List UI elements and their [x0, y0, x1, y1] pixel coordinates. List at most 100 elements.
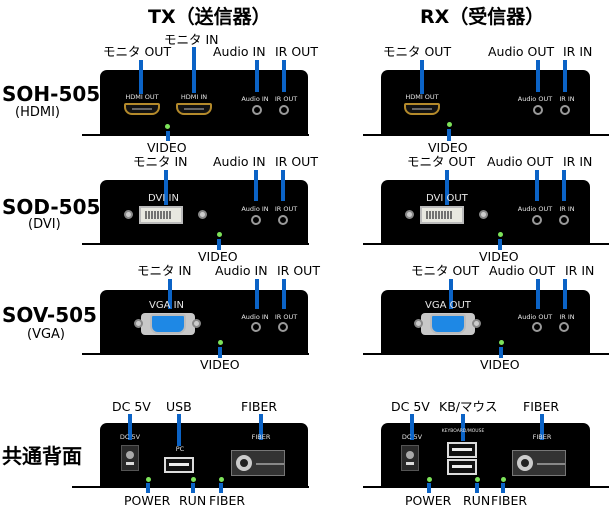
callout-monitor-out: モニタ OUT	[103, 44, 172, 59]
port-label: FIBER	[532, 433, 552, 441]
device-panel	[100, 290, 308, 353]
device-base-line	[363, 134, 609, 136]
device-base-line	[72, 486, 309, 488]
run-led	[475, 477, 480, 482]
vga-screw	[192, 319, 201, 328]
port-label: DC 5V	[119, 433, 141, 441]
callout-ir-out: IR OUT	[275, 154, 318, 169]
hdmi-in-port	[176, 103, 212, 115]
video-led	[499, 340, 504, 345]
callout-monitor-out: モニタ OUT	[383, 44, 452, 59]
callout-dc-5v: DC 5V	[391, 399, 430, 414]
ir-in-jack	[559, 322, 569, 332]
callout-video: VIDEO	[198, 249, 238, 264]
dvi-in-port	[139, 206, 183, 224]
callout-bar	[475, 483, 479, 493]
usb-port	[164, 457, 194, 473]
port-label: DC 5V	[401, 433, 423, 441]
callout-bar	[281, 170, 285, 201]
fiber-led	[501, 477, 506, 482]
callout-bar	[420, 60, 424, 94]
callout-bar	[177, 414, 181, 446]
callout-bar	[282, 279, 286, 309]
port-label: IR OUT	[274, 205, 298, 213]
port-label: FIBER	[251, 433, 271, 441]
hdmi-out-port	[404, 103, 440, 115]
callout-bar	[218, 347, 222, 358]
callout-bar	[191, 483, 195, 493]
callout-bar	[254, 170, 258, 201]
device-base-line	[363, 486, 609, 488]
fiber-connector	[517, 455, 533, 471]
callout-monitor-in: モニタ IN	[164, 32, 219, 47]
callout-monitor-out: モニタ OUT	[407, 154, 476, 169]
callout-bar	[540, 414, 544, 440]
callout-bar	[498, 239, 502, 250]
vga-in-port	[150, 314, 186, 334]
callout-bar	[217, 239, 221, 250]
callout-ir-in: IR IN	[565, 263, 595, 278]
device-panel	[381, 70, 590, 134]
port-label: HDMI IN	[180, 93, 208, 101]
dvi-screw	[405, 210, 414, 219]
callout-run: RUN	[463, 493, 491, 508]
callout-bar	[501, 483, 505, 493]
model-sov-505: SOV-505	[2, 303, 97, 327]
ir-in-jack	[559, 215, 569, 225]
callout-bar	[255, 60, 259, 92]
ir-in-jack	[560, 105, 570, 115]
callout-bar	[563, 60, 567, 92]
fiber-connector	[236, 455, 252, 471]
callout-bar	[461, 414, 465, 441]
callout-bar	[449, 279, 453, 309]
port-label: IR OUT	[274, 95, 298, 103]
vga-screw	[472, 319, 481, 328]
callout-run: RUN	[179, 493, 207, 508]
rear-title: 共通背面	[2, 444, 82, 468]
port-label: Audio OUT	[517, 95, 553, 103]
callout-monitor-in: モニタ IN	[133, 154, 188, 169]
usb-port-lower	[447, 459, 477, 475]
callout-ir-in: IR IN	[563, 154, 593, 169]
callout-monitor-out: モニタ OUT	[411, 263, 480, 278]
vga-screw	[134, 319, 143, 328]
audio-out-jack	[533, 105, 543, 115]
callout-fiber: FIBER	[523, 399, 560, 414]
callout-ir-out: IR OUT	[277, 263, 320, 278]
callout-bar	[168, 279, 172, 309]
callout-monitor-in: モニタ IN	[137, 263, 192, 278]
callout-bar	[447, 129, 451, 141]
port-label: Audio IN	[241, 313, 269, 321]
audio-out-jack	[532, 215, 542, 225]
model-soh-505: SOH-505	[2, 82, 101, 106]
callout-bar	[427, 483, 431, 493]
callout-video: VIDEO	[200, 357, 240, 372]
callout-bar	[219, 483, 223, 493]
audio-in-jack	[251, 322, 261, 332]
callout-audio-in: Audio IN	[215, 263, 268, 278]
callout-fiber: FIBER	[241, 399, 278, 414]
port-label: IR IN	[559, 313, 575, 321]
port-label: VGA OUT	[425, 300, 471, 311]
callout-bar	[166, 131, 170, 141]
callout-video: VIDEO	[479, 249, 519, 264]
fiber-led	[219, 477, 224, 482]
fiber-slot	[256, 463, 284, 477]
callout-bar	[192, 47, 196, 93]
callout-bar	[146, 483, 150, 493]
rx-header: RX（受信器）	[420, 6, 545, 28]
port-label: HDMI OUT	[125, 93, 159, 101]
device-base-line	[82, 353, 309, 355]
callout-ir-in: IR IN	[563, 44, 593, 59]
ir-out-jack	[278, 215, 288, 225]
callout-audio-in: Audio IN	[213, 44, 266, 59]
callout-audio-out: Audio OUT	[489, 263, 556, 278]
device-base-line	[363, 243, 609, 245]
dc-power-jack	[401, 445, 419, 471]
audio-out-jack	[532, 322, 542, 332]
port-label: DVI IN	[148, 193, 179, 204]
ir-out-jack	[279, 105, 289, 115]
ir-out-jack	[278, 322, 288, 332]
power-led	[146, 477, 151, 482]
callout-bar	[445, 170, 449, 205]
